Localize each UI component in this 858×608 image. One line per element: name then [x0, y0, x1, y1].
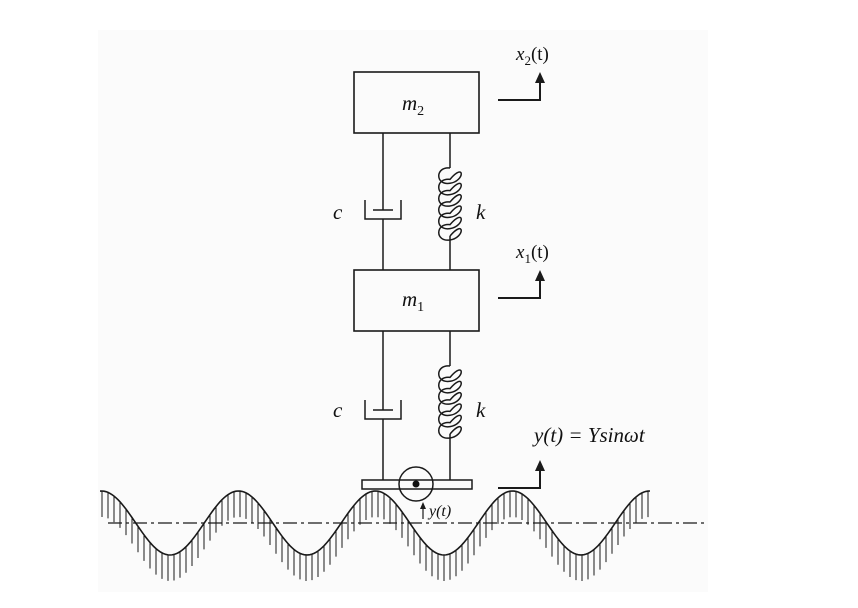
upper-damper-label: c	[333, 200, 343, 224]
road-y-arrow	[420, 502, 426, 519]
lower-spring	[438, 331, 462, 480]
figure-background	[98, 30, 708, 592]
lower-damper	[364, 331, 402, 480]
upper-spring-label: k	[476, 200, 486, 224]
mass-m1-label: m1	[402, 287, 424, 315]
base-plate	[361, 479, 473, 490]
lower-spring-label: k	[476, 398, 486, 422]
x1-label: x1(t)	[515, 242, 549, 266]
upper-spring	[438, 133, 462, 270]
x1-displacement-arrow	[498, 270, 545, 299]
x2-displacement-arrow	[498, 72, 545, 101]
upper-damper	[364, 133, 402, 270]
road-y-label: y(t)	[427, 503, 451, 520]
mass-m1: m1	[353, 269, 480, 332]
mass-m2: m2	[353, 71, 480, 134]
mass-m2-label: m2	[402, 91, 424, 119]
roller-wheel	[398, 466, 434, 502]
road-hatching	[101, 491, 649, 581]
x2-label: x2(t)	[515, 44, 549, 68]
base-excitation-equation: y(t) = Ysinωt	[532, 423, 646, 447]
lower-damper-label: c	[333, 398, 343, 422]
y-displacement-arrow	[498, 460, 545, 489]
